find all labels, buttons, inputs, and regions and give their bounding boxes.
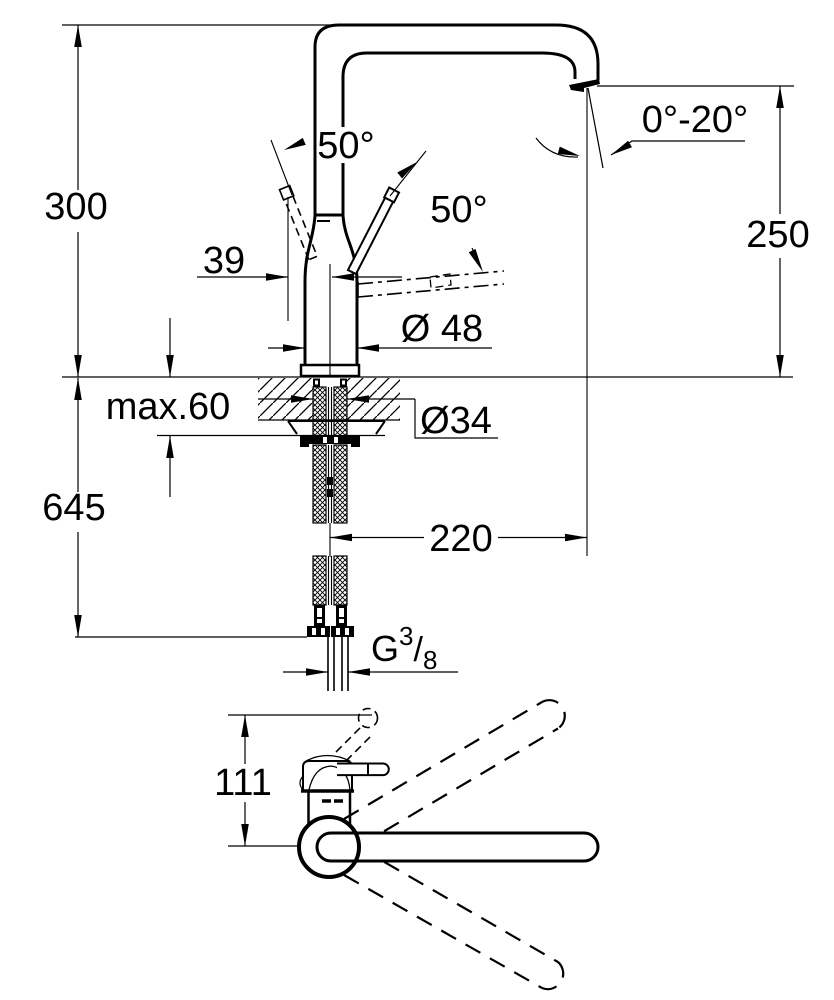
handle-raised-dashed-lines [335,726,372,762]
spout-tube-outer [313,23,600,216]
top-view: 111 [214,699,600,991]
dim-thread: G3/8 [283,621,458,676]
fitting-collar-slit-d [345,628,349,635]
dim-handle-angle-b: 50° [430,189,488,272]
dim-body-diameter: Ø 48 [268,308,492,352]
handle-housing-dome [308,765,351,791]
fitting-collar-slit-b [321,628,325,635]
body-diameter-label: Ø 48 [401,308,483,350]
fitting-collar-right [331,626,354,637]
max60-label: max.60 [106,386,231,428]
dim-hole-diameter: Ø34 [258,395,498,442]
spout-tube-inner [341,51,577,216]
dim-220-label: 220 [429,518,492,560]
spout-aerator-tip [569,79,600,92]
handle-tip-dashed-circle [357,707,379,729]
handle-lever-horizontal-bottom [357,283,505,298]
handle-angle-a-label: 50° [317,125,374,167]
hose-left-lower [312,555,327,606]
dim-645-label: 645 [42,487,105,529]
dim-39-label: 39 [203,240,245,282]
dim-outlet-angle: 0°-20° [535,99,748,158]
fitting-collar-left [307,626,330,637]
fitting-collar-slit-a [312,628,316,635]
hose-right-upper [333,444,348,524]
handle-lever-solid [346,194,396,276]
dim-39: 39 [197,197,402,321]
outlet-tilt-line [587,87,604,169]
mounting-nut-slit-b [334,437,338,443]
dim-645: 645 [42,378,307,638]
hose-channel-block-a [327,477,333,485]
thread-label-denominator: 8 [423,645,437,675]
mounting-nut-end-left [300,436,309,447]
handle-lever-horizontal-cap [429,273,452,289]
fitting-neck-slot-d [339,619,344,623]
fitting-neck-slot-b [317,619,322,623]
mounting-nut-end-right [351,436,360,447]
hose-channel-block-b [327,489,333,497]
handle-lever-solid-cap [382,186,401,204]
handle-lever-dashed [282,193,319,261]
thread-label-numerator: 3 [399,621,413,651]
fitting-neck-slot-a [317,608,322,617]
handle-housing-top-curve [305,754,351,762]
dim-250: 250 [746,86,810,377]
thread-tailpiece-lines [327,637,349,691]
body-right-edge [341,215,359,365]
thread-label-slash: / [413,631,423,669]
dim-max60: max.60 [106,318,231,497]
handle-housing-left-bump [299,775,304,791]
shank-inner-lines-1 [327,387,333,436]
hose-right-lower [333,555,348,606]
spout-arm-solid [315,831,600,863]
handle-lever-horizontal-top [357,270,505,285]
body-left-edge [303,215,317,365]
hose-left-upper [312,444,327,524]
shank-thread-right [333,386,348,437]
shank-thread-left [312,386,327,437]
thread-label-g: G [371,628,399,669]
dim-handle-angle-a: 50° [270,125,427,197]
dim-111-label: 111 [214,762,272,804]
spout-position-lower-dashed [343,847,565,991]
mounting-nut-slit-a [323,437,327,443]
fitting-neck-slot-c [339,608,344,617]
mounting-nut [302,436,358,444]
dim-220: 220 [330,518,587,560]
thread-label: G3/8 [371,621,437,675]
outlet-angle-label: 0°-20° [642,99,748,141]
spout-position-upper-dashed [343,699,566,847]
shank-nub-slot-left [315,380,318,385]
spout-base-circle [297,815,361,879]
dim-300-label: 300 [44,186,107,228]
front-view: 300 250 0°-20° 50° 50° [42,23,810,691]
hole-diameter-label: Ø34 [420,400,492,442]
hose-inner-lines-3 [327,556,333,605]
dim-250-label: 250 [746,214,809,256]
fitting-collar-slit-c [336,628,340,635]
handle-rod [337,762,390,777]
dim-300: 300 [44,25,108,377]
mounting-plate [287,420,386,435]
dim-111: 111 [214,715,272,846]
shank-nub-slot-right [342,380,345,385]
handle-angle-b-label: 50° [430,189,487,231]
